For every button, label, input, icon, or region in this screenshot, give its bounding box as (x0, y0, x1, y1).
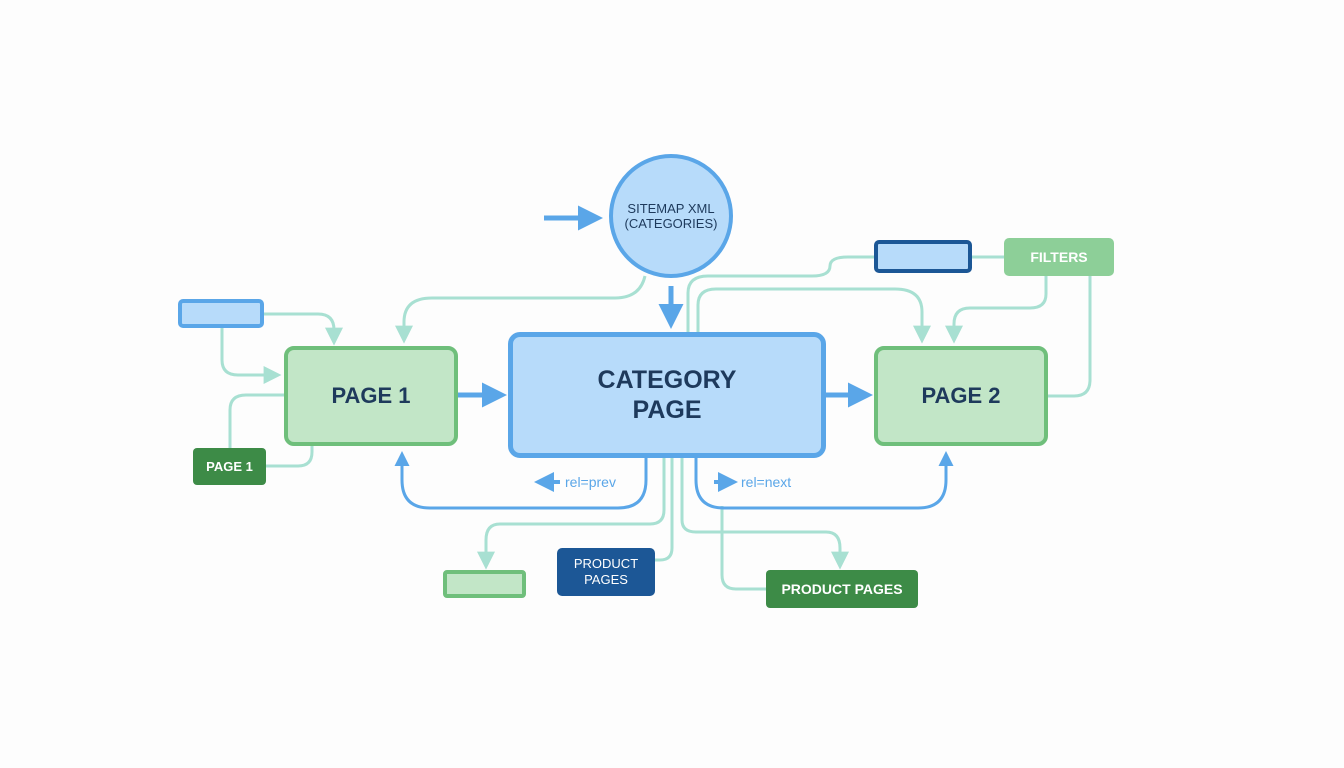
page1-node[interactable]: PAGE 1 (284, 346, 458, 446)
connector-filters-right-loop (1048, 276, 1092, 398)
connector-page1-tag-loop (228, 393, 286, 448)
arrow-rel-prev-loop (394, 451, 648, 510)
filters-node[interactable]: FILTERS (1004, 238, 1114, 276)
page2-label: PAGE 2 (921, 383, 1001, 408)
connector-category-to-page2 (696, 287, 931, 344)
arrow-rel-next-loop (694, 451, 954, 510)
connector-category-to-left-products (477, 456, 666, 570)
rel-next-label: rel=next (741, 474, 792, 490)
connector-sitemap-to-page1 (395, 275, 647, 344)
product-pages-blue-node[interactable]: PRODUCT PAGES (557, 548, 655, 596)
connector-category-to-filters-tab (686, 255, 874, 334)
filters-label: FILTERS (1030, 249, 1088, 265)
page1-tag-label: PAGE 1 (206, 459, 253, 474)
left-blank-tab[interactable] (178, 299, 264, 328)
sitemap-circle (609, 154, 733, 278)
page2-node[interactable]: PAGE 2 (874, 346, 1048, 446)
connector-filters-to-page2 (945, 276, 1048, 344)
page1-tag[interactable]: PAGE 1 (193, 448, 266, 485)
connector-category-to-product-pages-blue (654, 456, 674, 562)
left-product-blank-tab[interactable] (443, 570, 526, 598)
connector-category-to-product-pages-green (680, 456, 849, 570)
product-pages-green-label: PRODUCT PAGES (781, 581, 903, 597)
connector-category-down-to-product-pages-green (720, 506, 766, 591)
product-pages-green-node[interactable]: PRODUCT PAGES (766, 570, 918, 608)
category-page-node[interactable]: CATEGORY PAGE (508, 332, 826, 458)
product-pages-blue-label: PRODUCT PAGES (573, 556, 639, 587)
rel-prev-label: rel=prev (565, 474, 616, 490)
sitemap-node: SITEMAP XML (CATEGORIES) (611, 166, 731, 266)
category-page-label: CATEGORY PAGE (597, 366, 737, 424)
sitemap-label: SITEMAP XML (CATEGORIES) (624, 201, 718, 231)
filters-blank-tab[interactable] (874, 240, 972, 273)
page1-label: PAGE 1 (331, 383, 411, 408)
connector-left-tab-to-page1 (262, 312, 343, 346)
connector-left-tab-down-to-page1 (220, 328, 282, 384)
connector-page1-to-tag (266, 446, 314, 468)
